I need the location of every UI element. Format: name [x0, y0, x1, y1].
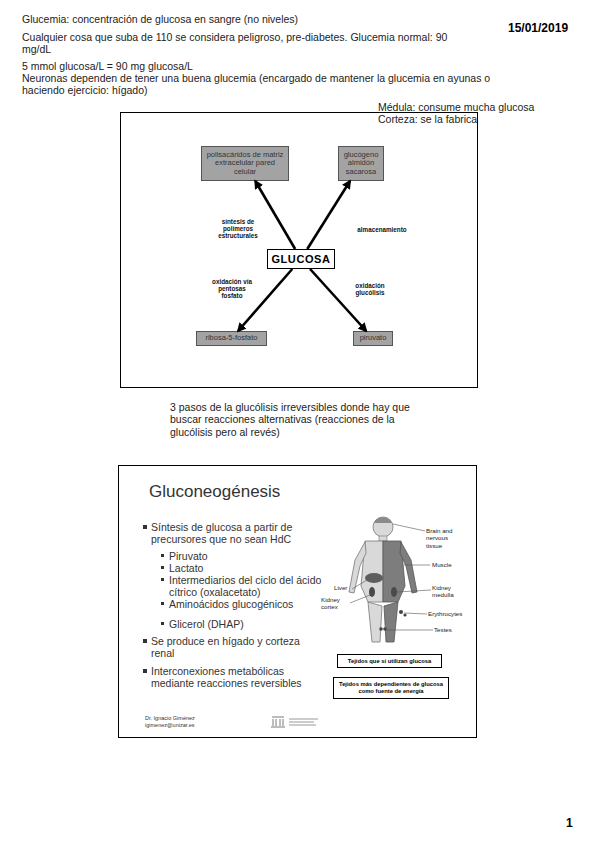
bullet-text: Lactato	[169, 562, 334, 574]
bullet-mark	[143, 669, 147, 673]
product-box: glucógeno almidón sacarosa	[338, 146, 384, 181]
bullet-text: Intermediarios del ciclo del ácido cítri…	[169, 574, 337, 598]
leg-left	[368, 602, 382, 642]
slide-frame: polisacáridos de matriz extracelular par…	[120, 112, 478, 388]
liver-shape	[365, 573, 383, 583]
flow-arrow	[238, 269, 292, 331]
erythrocyte-dot	[399, 610, 403, 614]
slide-title: Gluconeogénesis	[149, 482, 369, 502]
flow-arrow	[307, 181, 350, 249]
body-figure	[349, 517, 417, 642]
bullet-text: Piruvato	[169, 550, 334, 562]
edge-label: oxidación vía pentosas fosfato	[207, 278, 257, 300]
brain-shape	[374, 517, 392, 523]
central-box: GLUCOSA	[267, 249, 335, 269]
bullet-mark	[161, 578, 164, 581]
logo-columns	[271, 717, 285, 727]
bullet-text: Se produce en hígado y corteza renal	[151, 635, 311, 659]
leader-line	[387, 630, 433, 631]
note-text: Neuronas dependen de tener una buena glu…	[22, 72, 494, 97]
flow-arrow	[310, 269, 366, 331]
leader-line	[350, 595, 370, 603]
note-text: 3 pasos de la glucólisis irreversibles d…	[170, 401, 422, 438]
arm-right	[400, 542, 417, 593]
callout-box: Tejidos más dependientes de glucosa como…	[333, 677, 449, 699]
edge-label: almacenamiento	[347, 226, 417, 233]
bullet-mark	[143, 525, 147, 529]
figure-label: Erythrocytes	[428, 610, 478, 617]
neck-shape	[379, 536, 387, 541]
box-text: piruvato	[359, 334, 388, 342]
slide-frame: GluconeogénesisSíntesis de glucosa a par…	[118, 465, 477, 738]
box-text: ribosa-5-fosfato	[204, 334, 258, 342]
note-text: 5 mmol glucosa/L = 90 mg glucosa/L	[22, 60, 422, 72]
leader-line	[404, 613, 427, 614]
testis-dot	[379, 627, 383, 631]
figure-label: Kidney cortex	[321, 596, 351, 611]
university-logo	[271, 717, 318, 727]
testis-dot	[383, 627, 387, 631]
date-stamp: 15/01/2019	[508, 21, 588, 35]
leader-line	[397, 590, 431, 592]
bullet-mark	[143, 639, 147, 643]
callout-box: Tejidos que sí utilizan glucosa	[337, 654, 442, 668]
note-text: Glucemia: concentración de glucosa en sa…	[22, 13, 442, 25]
bullet-mark	[161, 602, 164, 605]
note-text: Corteza: se la fabrica	[378, 113, 578, 125]
box-text: polisacáridos de matriz extracelular par…	[202, 151, 288, 175]
figure-label: Kidney medulla	[432, 584, 464, 599]
kidney-left	[369, 587, 375, 597]
figure-label: Muscle	[432, 561, 472, 568]
box-text: Tejidos más dependientes de glucosa como…	[334, 681, 448, 694]
leader-line	[404, 565, 430, 566]
box-text: glucógeno almidón sacarosa	[339, 151, 383, 175]
figure-label: Testes	[434, 626, 474, 633]
figure-label: Brain and nervous tissue	[426, 527, 464, 549]
bullet-mark	[161, 622, 164, 625]
bullet-mark	[161, 554, 164, 557]
arm-left	[349, 542, 366, 593]
leader-line	[352, 580, 367, 589]
product-box: piruvato	[353, 331, 393, 346]
slide-footer: igimenez@unizar.es	[145, 722, 265, 728]
head-shape	[373, 517, 393, 537]
logo-wordmark	[289, 719, 318, 725]
product-box: ribosa-5-fosfato	[196, 331, 267, 346]
edge-label: síntesis de polímeros estructurales	[210, 218, 266, 240]
bullet-text: Interconexiones metabólicas mediante rea…	[151, 665, 313, 689]
bullet-text: Síntesis de glucosa a partir de precurso…	[151, 521, 343, 545]
erythrocyte-dot	[403, 613, 406, 616]
kidney-right	[391, 587, 397, 597]
box-text: GLUCOSA	[271, 253, 330, 265]
edge-label: oxidación glucólisis	[347, 282, 393, 296]
product-box: polisacáridos de matriz extracelular par…	[201, 146, 289, 181]
leader-line	[393, 524, 425, 531]
note-text: Cualquier cosa que suba de 110 se consid…	[22, 31, 462, 56]
bullet-text: Aminoácidos glucogénicos	[169, 598, 337, 610]
slide-footer: Dr. Ignacio Giménez	[145, 715, 265, 721]
leader-lines	[350, 524, 433, 630]
bullet-mark	[161, 566, 164, 569]
page-number: 1	[566, 816, 586, 830]
box-text: Tejidos que sí utilizan glucosa	[345, 658, 434, 665]
leg-right	[384, 602, 398, 642]
flow-arrow	[255, 181, 295, 249]
bullet-text: Glicerol (DHAP)	[169, 618, 337, 630]
